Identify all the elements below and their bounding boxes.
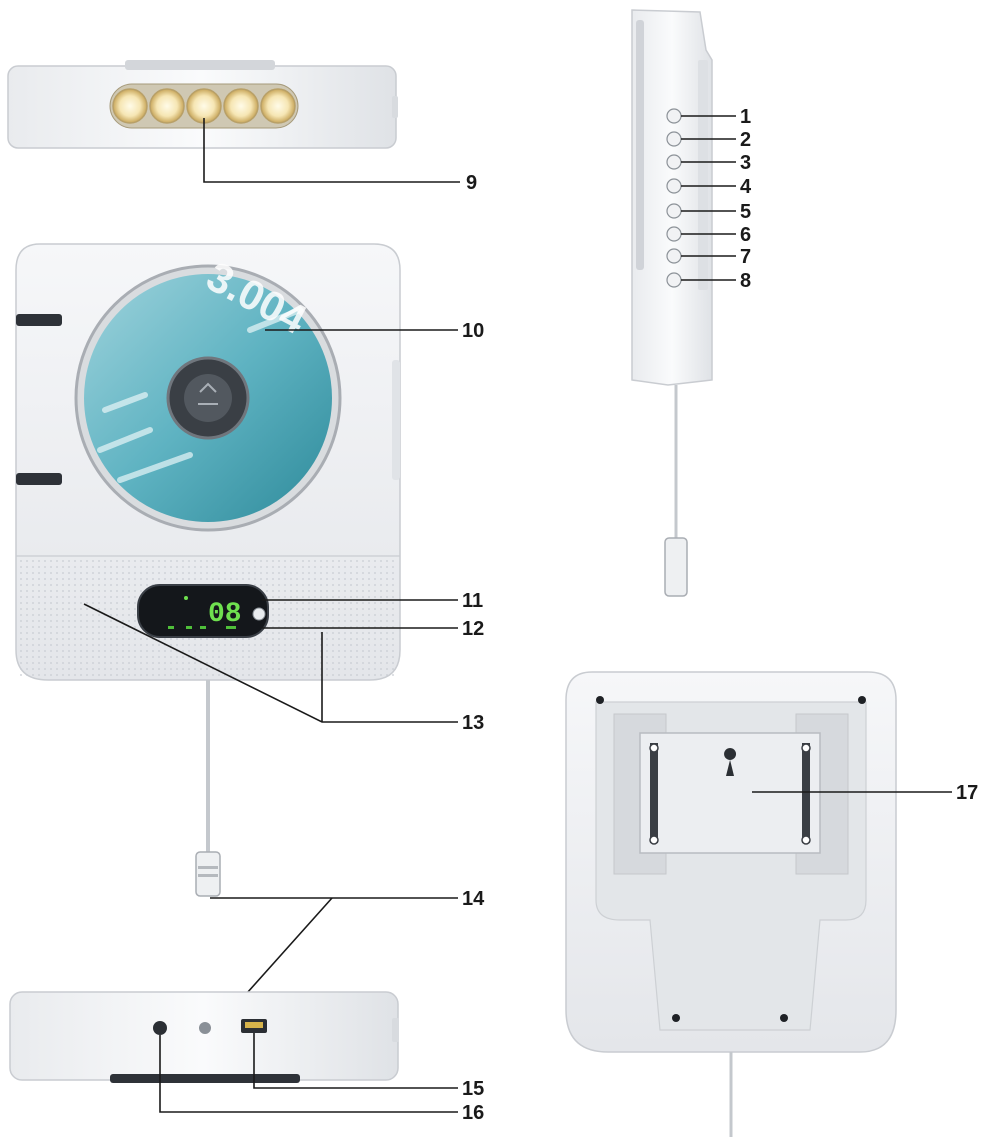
callout-16: 16 [462,1102,484,1124]
side-view: 1 2 3 4 5 6 7 8 [631,9,752,597]
side-button-2 [666,131,682,147]
side-button-7 [666,248,682,264]
side-button-6 [666,226,682,242]
side-button-3 [666,154,682,170]
headphone-jack [153,1021,167,1035]
side-button-8 [666,272,682,288]
callout-4: 4 [740,176,752,198]
hinge-top [16,314,62,326]
wall-mount-bracket [639,732,821,854]
side-buttons [666,108,682,288]
callout-17: 17 [956,782,978,804]
callout-6: 6 [740,224,751,246]
callout-8: 8 [740,270,751,292]
callout-15: 15 [462,1078,484,1100]
cd-disc: 3.004 [74,252,342,532]
callout-2: 2 [740,129,751,151]
bottom-view: 14 15 16 [9,888,485,1124]
callout-5: 5 [740,201,751,223]
callout-11: 11 [462,590,483,612]
side-button-1 [666,108,682,124]
callout-7: 7 [740,246,751,268]
hinge-bottom [16,473,62,485]
display-readout: 08 [208,599,242,630]
side-power-plug [664,537,688,597]
back-view: 17 [565,671,978,1137]
callout-14: 14 [462,888,485,910]
front-view: 3.004 08 10 11 12 13 [15,243,484,897]
callout-13: 13 [462,712,484,734]
callout-9: 9 [466,172,477,194]
top-view: 9 [7,60,477,194]
ir-receiver [252,607,266,621]
led-lights [112,88,296,124]
callout-10: 10 [462,320,484,342]
power-port [199,1022,211,1034]
keyhole-slot [724,748,737,776]
side-button-4 [666,178,682,194]
callout-12: 12 [462,618,484,640]
led-display: 08 [137,584,269,638]
callout-3: 3 [740,152,751,174]
side-button-5 [666,203,682,219]
callout-1: 1 [740,106,751,128]
